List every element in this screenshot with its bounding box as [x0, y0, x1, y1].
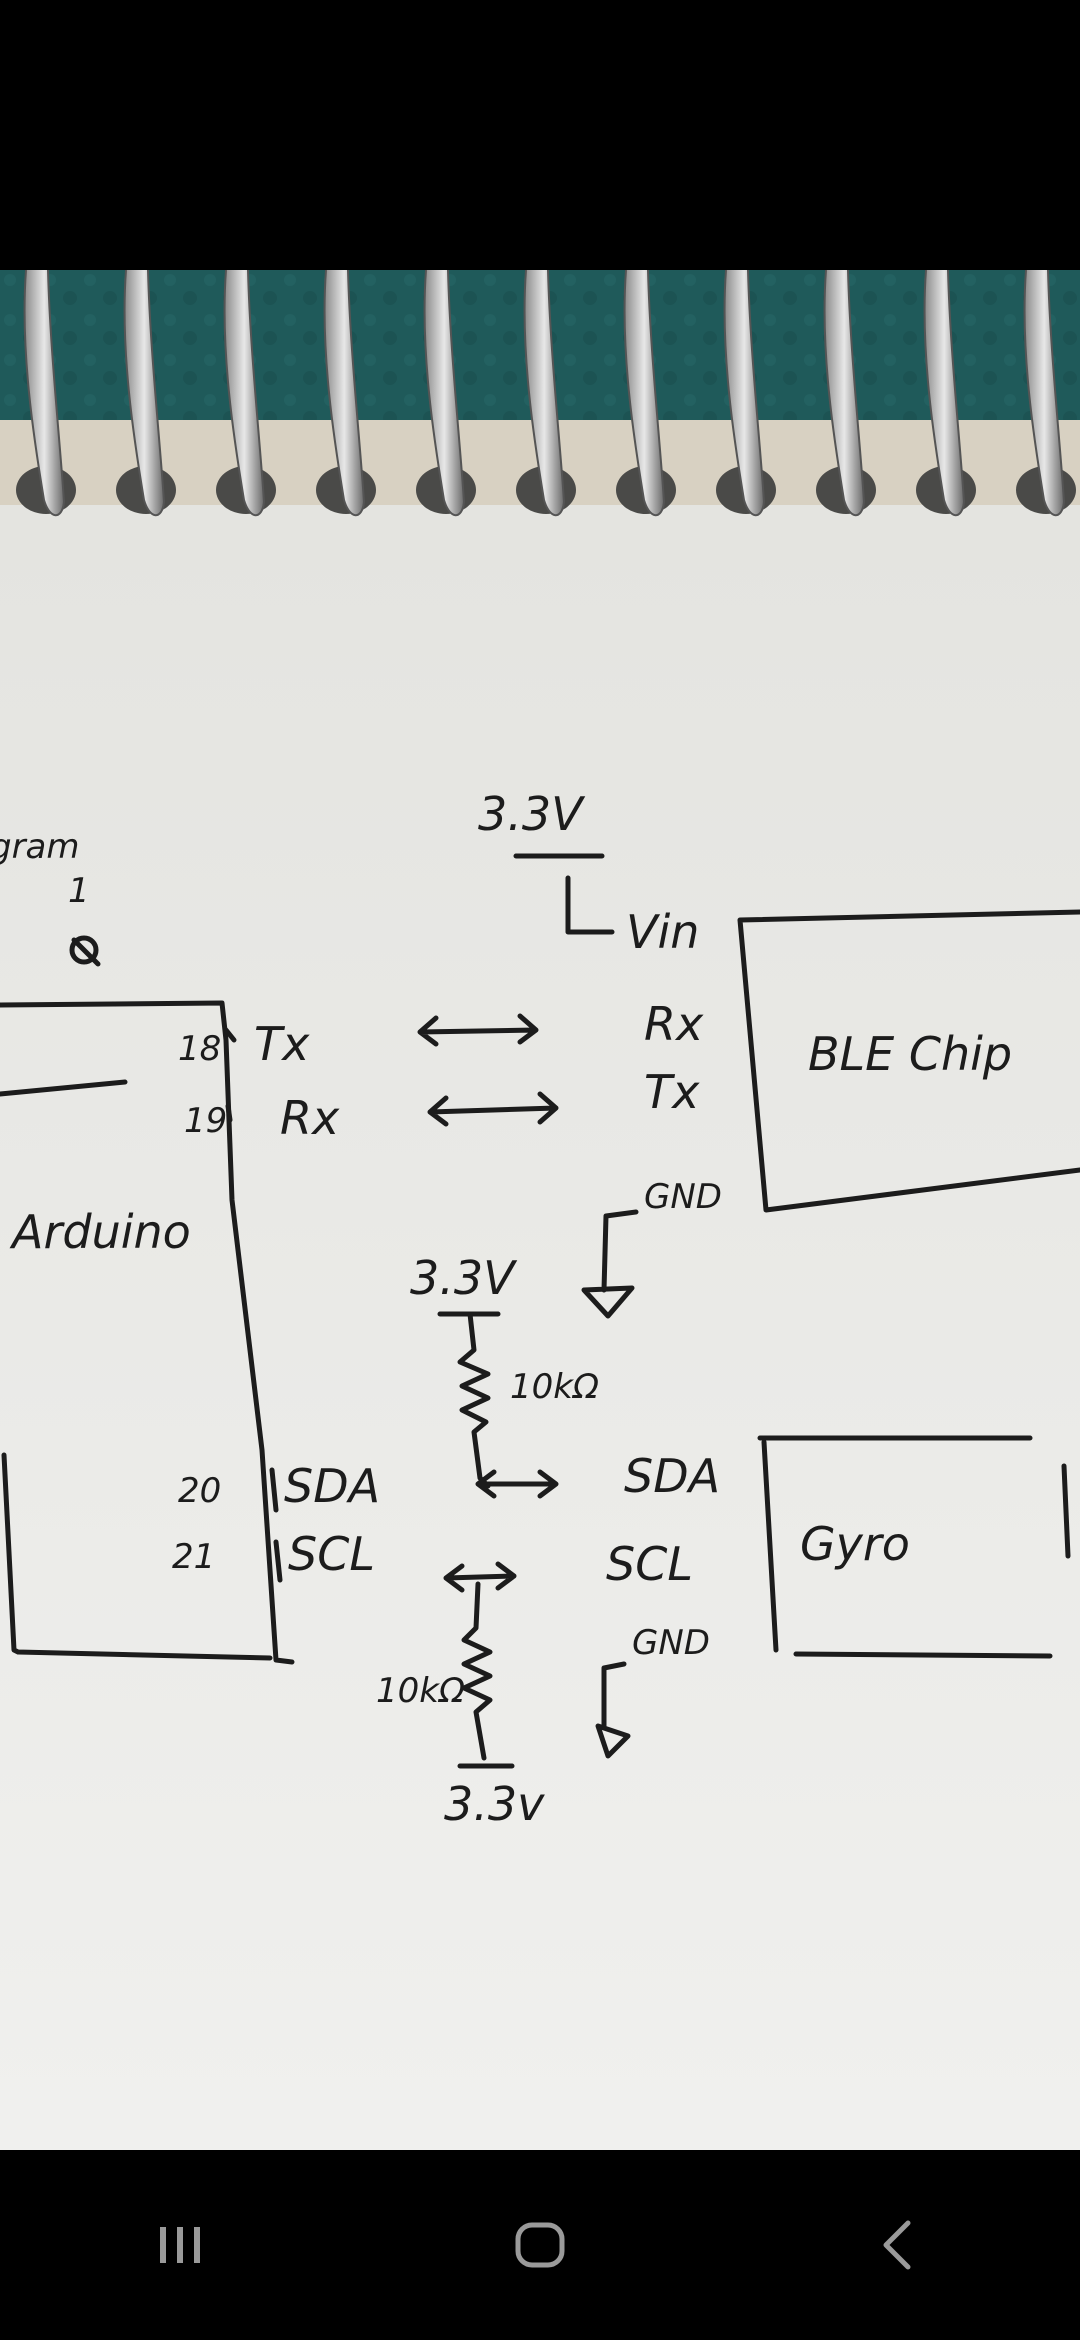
spiral-coil: [1023, 270, 1066, 517]
ble-chip-label: BLE Chip: [808, 1027, 1012, 1081]
arduino-pin-19-signal: Rx: [280, 1091, 340, 1145]
i2c-scl-arrow: [443, 1561, 517, 1593]
scl-resistor-label: 10kΩ: [376, 1671, 465, 1711]
spiral-coil: [123, 270, 166, 517]
spiral-coil: [823, 270, 866, 517]
arduino-pin-20-number: 20: [178, 1471, 221, 1511]
ble-pin-gnd: GND: [644, 1177, 722, 1217]
spiral-coil: [323, 270, 366, 517]
gyro-block: Gyro: [757, 1435, 1071, 1659]
spiral-coil: [923, 270, 966, 517]
gyro-ground-symbol: [595, 1661, 631, 1759]
i2c-sda-arrow: [475, 1469, 559, 1499]
notebook-photo: gram 1 Arduino 18 Tx 19 Rx 20 SDA 21 SCL…: [0, 270, 1080, 2150]
ble-pin-rx: Rx: [644, 997, 704, 1051]
ble-vin-supply-label: 3.3V: [478, 787, 586, 841]
spiral-binding: [16, 270, 1076, 517]
back-button[interactable]: [840, 2185, 960, 2305]
top-left-fragment-2: 1: [68, 871, 90, 911]
pin-separator-lines: [223, 1027, 283, 1583]
led-symbol: [69, 935, 101, 967]
arduino-label: Arduino: [9, 1205, 191, 1259]
gyro-pin-scl: SCL: [606, 1537, 693, 1591]
gyro-pin-sda: SDA: [624, 1449, 720, 1503]
scl-pullup-resistor: [457, 1581, 515, 1769]
arduino-pin-20-signal: SDA: [284, 1459, 380, 1513]
ble-chip-block: BLE Chip: [737, 909, 1080, 1213]
notebook-paper: [0, 505, 1080, 2150]
arduino-pin-21-signal: SCL: [288, 1527, 375, 1581]
gyro-pin-gnd: GND: [632, 1623, 710, 1663]
spiral-coil: [523, 270, 566, 517]
arduino-block: Arduino: [0, 1000, 295, 1665]
spiral-coil: [23, 270, 66, 517]
spiral-coil: [423, 270, 466, 517]
home-button[interactable]: [480, 2185, 600, 2305]
sda-pullup-resistor: [437, 1311, 501, 1489]
ble-pin-vin: Vin: [626, 905, 699, 959]
arduino-pin-19-number: 19: [184, 1101, 227, 1141]
sda-resistor-label: 10kΩ: [510, 1367, 599, 1407]
top-left-fragment: gram: [0, 827, 80, 867]
status-bar: [0, 0, 1080, 270]
ble-vin-supply-wire: [513, 853, 615, 935]
arduino-pin-18-number: 18: [178, 1029, 221, 1069]
uart-tx-rx-arrow: [417, 1013, 539, 1047]
recents-button[interactable]: [120, 2185, 240, 2305]
gyro-label: Gyro: [800, 1517, 910, 1571]
spiral-coil: [723, 270, 766, 517]
arduino-pin-21-number: 21: [172, 1537, 215, 1577]
sda-pullup-supply-label: 3.3V: [410, 1251, 518, 1305]
navigation-bar: [0, 2150, 1080, 2340]
home-icon: [515, 2222, 565, 2268]
arduino-pin-18-signal: Tx: [254, 1017, 310, 1071]
spiral-coil: [223, 270, 266, 517]
ble-pin-tx: Tx: [644, 1065, 700, 1119]
recents-icon: [160, 2227, 200, 2263]
uart-rx-tx-arrow: [427, 1091, 559, 1127]
ble-ground-symbol: [581, 1209, 639, 1319]
spiral-coil: [623, 270, 666, 517]
back-icon: [883, 2220, 911, 2270]
scl-pullup-supply-label: 3.3v: [444, 1777, 545, 1831]
